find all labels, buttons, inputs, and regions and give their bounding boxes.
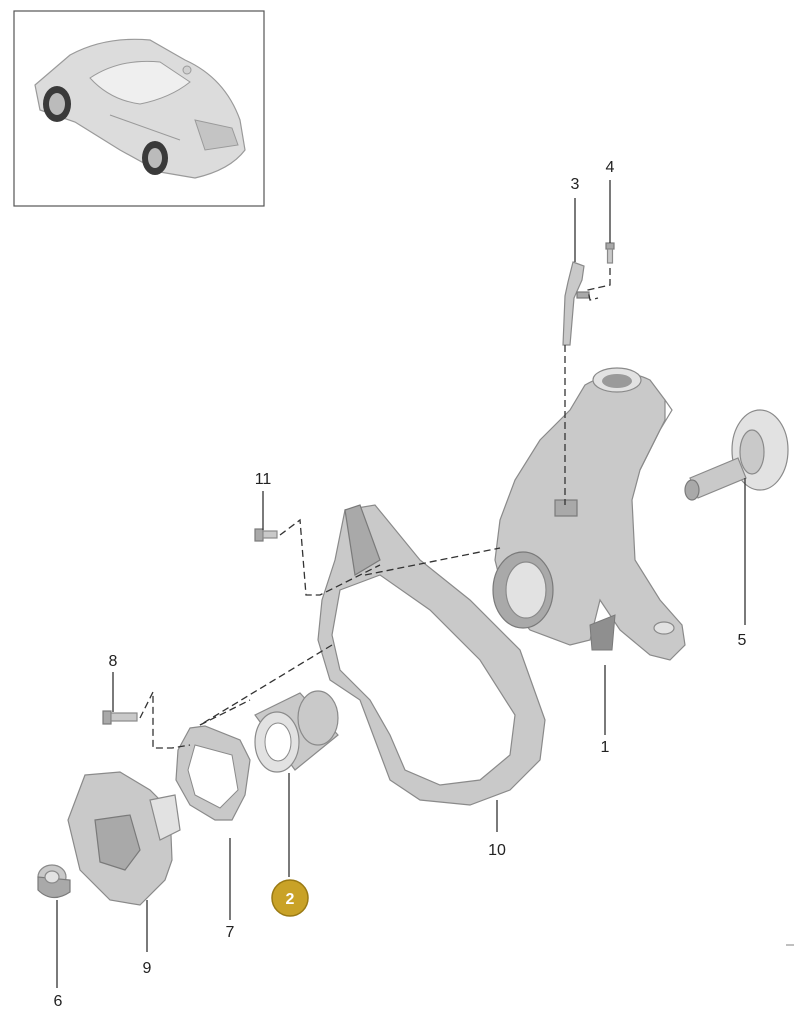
highlighted-callout-2[interactable]: 2 — [271, 879, 309, 917]
callout-labels: 3 4 5 1 10 11 8 7 9 6 2 — [54, 159, 747, 1010]
part-5-drive-shaft[interactable] — [684, 409, 789, 501]
label-5[interactable]: 5 — [738, 632, 747, 649]
part-4-bolt[interactable] — [605, 242, 615, 264]
label-7[interactable]: 7 — [226, 924, 235, 941]
part-8-bolt[interactable] — [102, 710, 138, 725]
part-6-collar-nut[interactable] — [37, 864, 71, 899]
leader-lines — [56, 180, 746, 988]
label-1[interactable]: 1 — [601, 739, 610, 756]
label-6[interactable]: 6 — [54, 993, 63, 1010]
part-10-dust-shield[interactable] — [317, 504, 546, 806]
label-8[interactable]: 8 — [109, 653, 118, 670]
label-3[interactable]: 3 — [571, 176, 580, 193]
vehicle-thumbnail[interactable] — [13, 10, 265, 207]
label-10[interactable]: 10 — [488, 842, 506, 859]
part-3-sensor[interactable] — [562, 261, 590, 346]
label-4[interactable]: 4 — [606, 159, 615, 176]
callout-badge — [271, 879, 309, 917]
part-9-wheel-hub[interactable] — [67, 771, 181, 906]
label-11[interactable]: 11 — [255, 471, 272, 488]
part-2-wheel-bearing[interactable] — [254, 690, 339, 773]
part-1-wheel-carrier[interactable] — [492, 367, 686, 661]
label-9[interactable]: 9 — [143, 960, 152, 977]
alignment-lines — [139, 268, 611, 749]
car-illustration — [34, 38, 246, 179]
label-2: 2 — [286, 891, 295, 908]
part-7-gasket[interactable] — [175, 725, 251, 821]
part-11-bolt[interactable] — [254, 528, 278, 542]
